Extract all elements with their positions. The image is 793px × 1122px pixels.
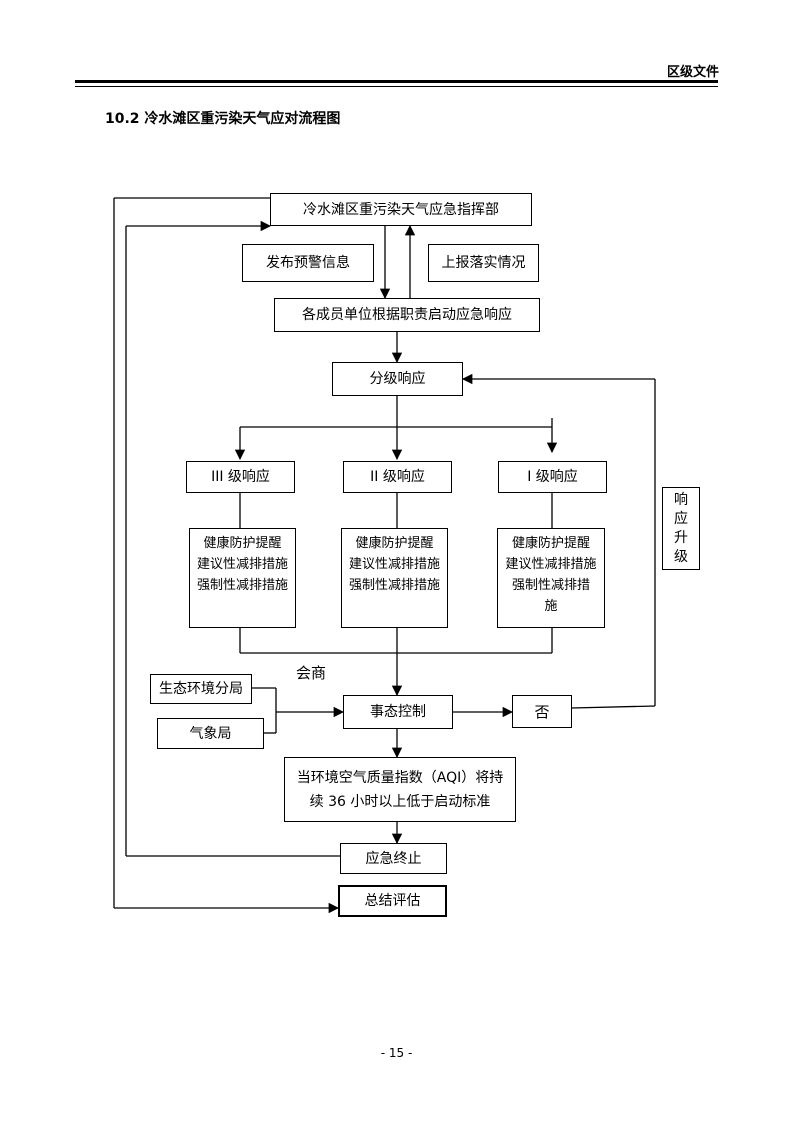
terminate-box: 应急终止 <box>340 843 447 874</box>
members-response-text: 各成员单位根据职责启动应急响应 <box>302 307 512 323</box>
consult-label: 会商 <box>296 664 327 682</box>
weather-bureau-text: 气象局 <box>189 725 232 742</box>
command-center-text: 冷水滩区重污染天气应急指挥部 <box>303 201 499 218</box>
measure-item: 施 <box>544 599 558 614</box>
level1-box: I 级响应 <box>498 461 607 493</box>
level2-box: II 级响应 <box>343 461 452 493</box>
measure-item: 健康防护提醒 <box>355 536 434 551</box>
page-number: - 15 - <box>380 1046 413 1060</box>
measures-level3-box: 健康防护提醒 建议性减排措施 强制性减排措施 <box>189 528 296 628</box>
no-box: 否 <box>512 695 572 728</box>
line-no-right <box>571 705 656 709</box>
upgrade-box: 响 应 升 级 <box>662 487 700 570</box>
level1-text: I 级响应 <box>527 469 578 485</box>
aqi-line: 续 36 小时以上低于启动标准 <box>309 793 491 810</box>
measure-item: 强制性减排措施 <box>196 578 288 593</box>
measure-item: 建议性减排措施 <box>348 557 440 572</box>
measures-level1-box: 健康防护提醒 建议性减排措施 强制性减排措 施 <box>497 528 605 628</box>
situation-control-text: 事态控制 <box>370 704 426 720</box>
measure-item: 强制性减排措施 <box>348 578 440 593</box>
document-label: 区级文件 <box>666 65 719 80</box>
measure-item: 健康防护提醒 <box>203 536 282 551</box>
upgrade-char: 级 <box>674 548 688 565</box>
measure-item: 建议性减排措施 <box>196 557 288 572</box>
terminate-text: 应急终止 <box>365 850 422 867</box>
measures-level2-box: 健康防护提醒 建议性减排措施 强制性减排措施 <box>341 528 448 628</box>
upgrade-char: 应 <box>674 510 688 527</box>
header-rule-thin <box>75 86 718 87</box>
report-status-box: 上报落实情况 <box>428 244 539 282</box>
level2-text: II 级响应 <box>370 469 425 485</box>
summary-box: 总结评估 <box>338 885 447 917</box>
publish-warning-box: 发布预警信息 <box>242 244 374 282</box>
weather-bureau-box: 气象局 <box>157 718 264 749</box>
aqi-condition-box: 当环境空气质量指数（AQI）将持 续 36 小时以上低于启动标准 <box>284 757 516 822</box>
graded-response-text: 分级响应 <box>369 371 426 387</box>
section-title: 10.2 冷水滩区重污染天气应对流程图 <box>105 111 341 127</box>
situation-control-box: 事态控制 <box>343 695 453 729</box>
graded-response-box: 分级响应 <box>332 362 463 396</box>
measure-item: 强制性减排措 <box>511 578 590 593</box>
measure-item: 建议性减排措施 <box>505 557 597 572</box>
command-center-box: 冷水滩区重污染天气应急指挥部 <box>270 193 532 226</box>
publish-warning-text: 发布预警信息 <box>266 255 350 271</box>
eco-bureau-box: 生态环境分局 <box>150 674 252 704</box>
header-rule-thick <box>75 80 718 83</box>
upgrade-char: 升 <box>674 529 688 546</box>
report-status-text: 上报落实情况 <box>441 255 526 271</box>
level3-text: III 级响应 <box>211 469 270 485</box>
level3-box: III 级响应 <box>186 461 295 493</box>
no-text: 否 <box>534 702 550 721</box>
eco-bureau-text: 生态环境分局 <box>159 681 243 697</box>
members-response-box: 各成员单位根据职责启动应急响应 <box>274 298 540 332</box>
aqi-line: 当环境空气质量指数（AQI）将持 <box>296 769 504 786</box>
measure-item: 健康防护提醒 <box>511 536 590 551</box>
upgrade-char: 响 <box>674 491 688 508</box>
summary-text: 总结评估 <box>364 893 421 909</box>
